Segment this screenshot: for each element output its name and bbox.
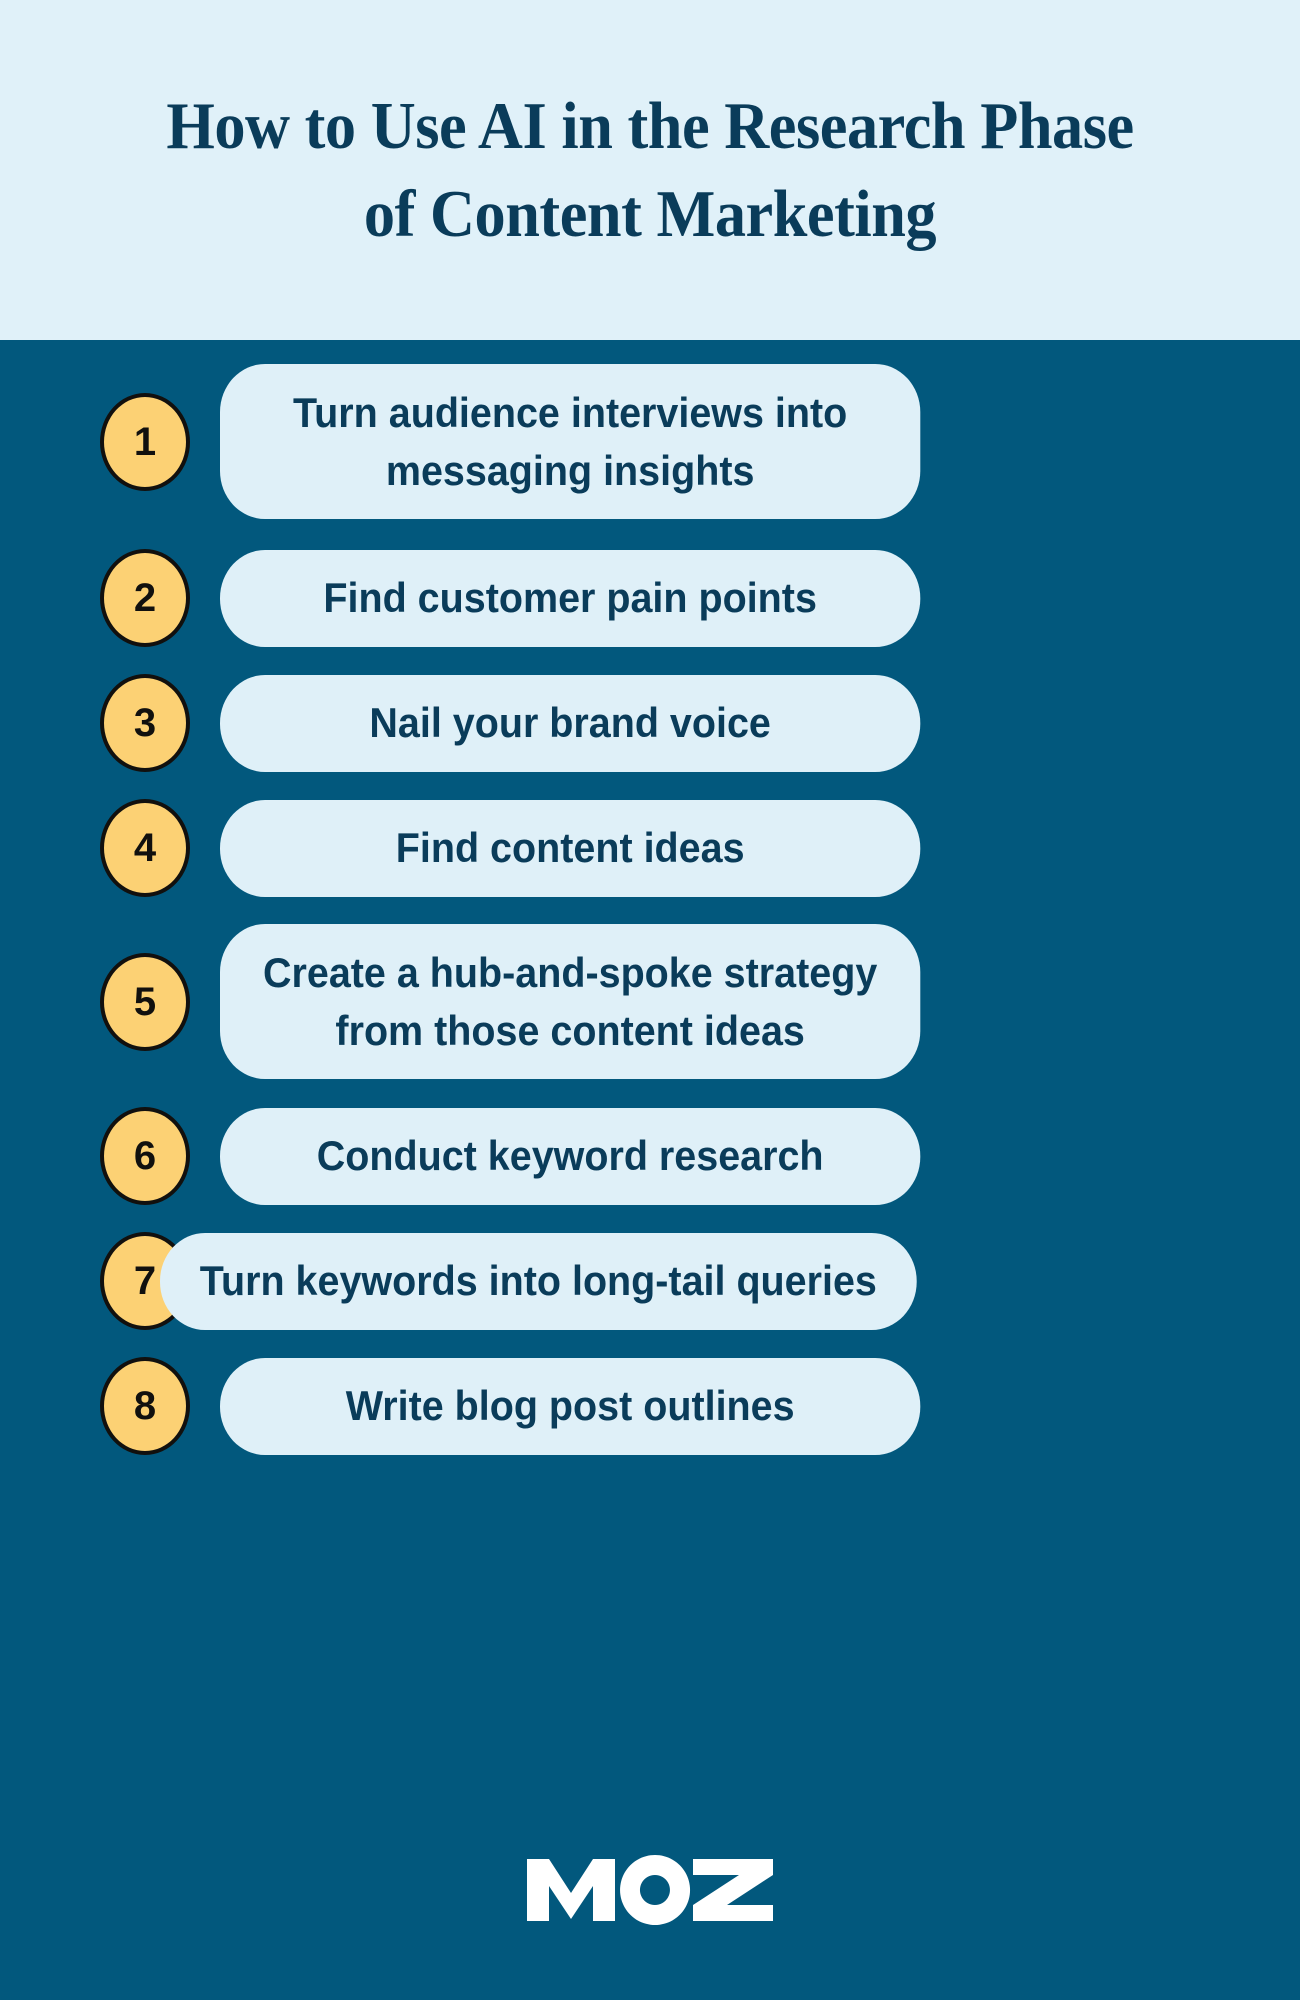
header-band: How to Use AI in the Research Phase of C… [0,0,1300,340]
step-pill: Turn audience interviews into messaging … [220,364,921,519]
step-pill: Write blog post outlines [220,1357,921,1455]
step-label: Write blog post outlines [345,1382,795,1430]
step-label: Turn audience interviews into messaging … [292,388,848,494]
list-item: 6 Conduct keyword research [0,1107,1300,1205]
step-number-badge: 1 [100,392,190,491]
step-number-label: 3 [133,701,157,745]
moz-logo [527,1855,773,1925]
list-item: 4 Find content ideas [0,799,1300,897]
list-item: 5 Create a hub-and-spoke strategy from t… [0,924,1300,1079]
list-item: 8 Write blog post outlines [0,1357,1300,1455]
step-label: Find customer pain points [323,574,817,622]
step-number-badge: 2 [100,549,190,647]
step-number-badge: 5 [100,952,190,1051]
step-pill: Conduct keyword research [220,1107,921,1205]
step-number-label: 5 [133,979,157,1024]
step-label: Nail your brand voice [369,699,771,747]
step-number-badge: 4 [100,799,190,897]
step-number-label: 7 [133,1259,157,1303]
step-number-label: 4 [133,826,157,870]
step-pill: Find content ideas [220,799,921,897]
list-item: 3 Nail your brand voice [0,674,1300,772]
step-number-label: 6 [133,1134,157,1178]
list-item: 2 Find customer pain points [0,549,1300,647]
step-label: Turn keywords into long-tail queries [199,1257,877,1305]
footer [0,1780,1300,2000]
step-label: Create a hub-and-spoke strategy from tho… [262,948,878,1054]
step-number-badge: 3 [100,674,190,772]
step-pill: Nail your brand voice [220,674,921,772]
page-title: How to Use AI in the Research Phase of C… [166,88,1134,251]
step-number-badge: 8 [100,1357,190,1455]
step-number-label: 8 [133,1384,157,1428]
list-item: 1 Turn audience interviews into messagin… [0,364,1300,519]
step-label: Conduct keyword research [316,1132,824,1180]
step-pill: Turn keywords into long-tail queries [160,1232,917,1330]
step-number-label: 2 [133,576,157,620]
step-label: Find content ideas [395,824,745,872]
step-number-badge: 6 [100,1107,190,1205]
step-pill: Find customer pain points [220,549,921,647]
list-item: 7 Turn keywords into long-tail queries [0,1232,1300,1330]
steps-list: 1 Turn audience interviews into messagin… [0,340,1300,1780]
step-pill: Create a hub-and-spoke strategy from tho… [220,924,921,1079]
step-number-label: 1 [133,419,157,464]
